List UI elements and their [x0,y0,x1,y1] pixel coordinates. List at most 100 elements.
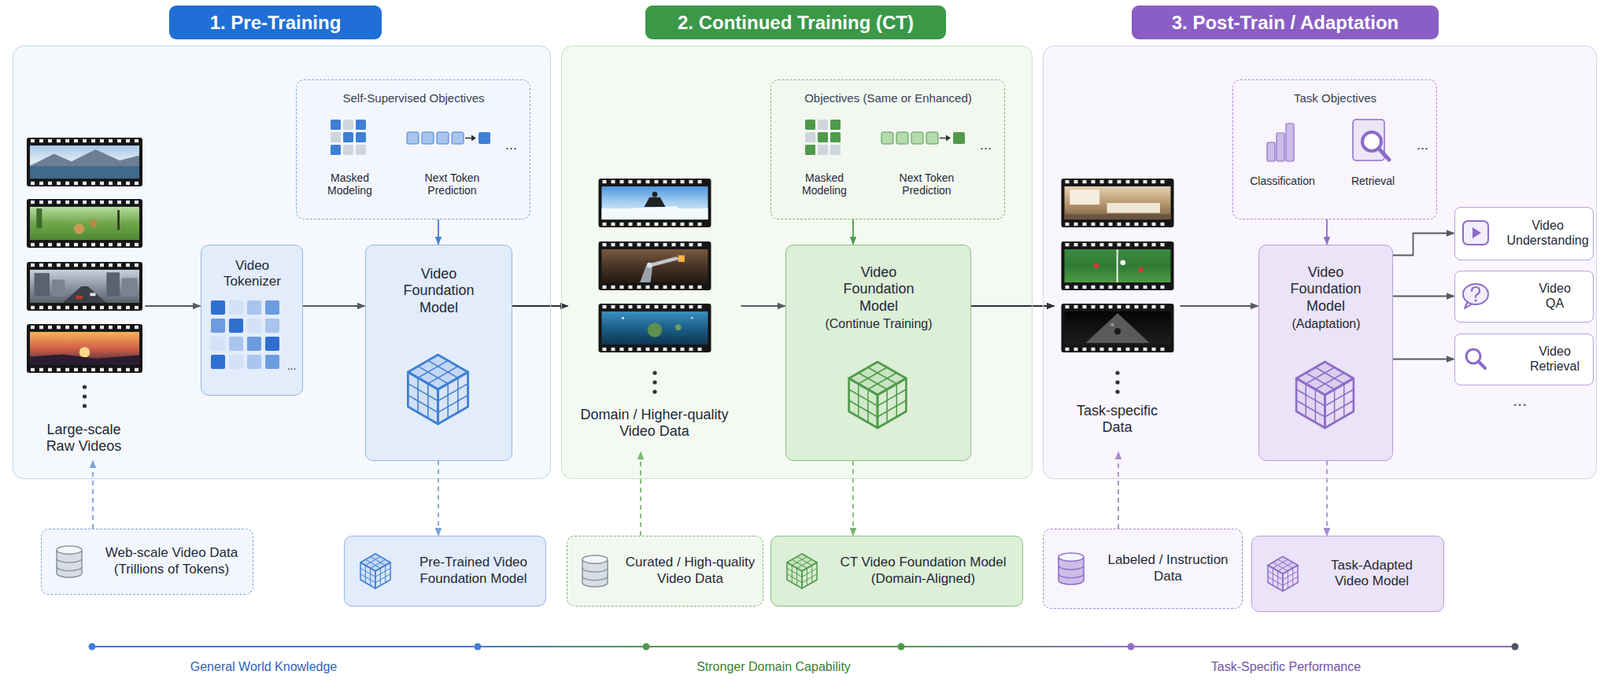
film-hole [134,138,139,142]
turtle-head [674,324,681,331]
token-cell [247,300,262,315]
cube-grid [379,568,381,586]
film-hole [48,325,52,329]
film-hole [134,367,139,371]
film-hole [1108,242,1113,246]
task-output: Video Retrieval [1454,333,1594,386]
film-hole [1134,221,1139,226]
film-hole [1090,179,1095,183]
surfer-head [651,191,658,197]
building [121,277,137,296]
token-cell [229,300,244,315]
video-frame-image [1064,185,1171,219]
film-hole [82,367,87,371]
timeline-axis [92,646,1516,648]
more-dot [652,370,657,375]
cube-icon [1267,556,1297,592]
dashed-box: Curated / High-quality Video Data [566,535,764,607]
film-hole [671,304,676,308]
film-hole [134,199,139,204]
dashed-box: Labeled / Instruction Data [1042,528,1243,610]
field-line [1115,248,1118,282]
mask-cell [343,119,354,130]
film-hole [65,262,70,267]
cube-grid [849,400,878,418]
mask-cell [830,132,841,143]
node-label: (Continue Training) [786,316,972,332]
cube-grid [1286,570,1288,588]
film-hole [671,284,676,289]
more-dot [1115,380,1120,385]
film-hole [39,242,44,246]
node-label: Video QA [1530,280,1580,311]
token-cell [881,132,894,145]
film-strip [26,199,143,248]
film-hole [671,347,676,351]
film-hole [1125,242,1130,246]
film-strip [26,262,143,311]
video-frame-image [1064,310,1171,344]
film-hole [73,242,78,246]
flow-arrow [303,305,366,307]
node-label: Video Understanding [1505,218,1591,248]
token-cell [451,132,464,145]
bar [1285,123,1294,162]
cube-grid [1315,389,1317,423]
film-hole [645,179,650,183]
film-hole [610,179,615,183]
film-hole [1125,347,1130,351]
film-hole [1099,179,1104,183]
film-hole [619,347,624,351]
mask-cell [330,119,341,130]
film-hole [636,179,641,183]
film-hole [91,367,96,371]
film-hole [1151,284,1156,289]
road [62,286,107,304]
flow-arrow [1117,452,1120,530]
mask-cell [817,119,828,130]
robot-joint [646,262,652,268]
flow-arrow [512,305,569,307]
film-hole [125,325,130,329]
flow-arrow [1180,305,1259,307]
cube-grid [868,367,897,385]
film-hole [602,179,607,183]
flow-arrow [971,305,1055,307]
film-hole [30,325,35,329]
timeline-label: Task-Specific Performance [1211,659,1361,675]
cube-grid [1271,568,1273,586]
cube-grid [1325,400,1354,418]
timeline-dot [1511,643,1519,651]
cube-face [786,562,802,589]
token-cell [229,354,244,370]
film-hole [1116,347,1121,351]
film-hole [1116,304,1121,308]
lake-water [29,166,140,179]
database-band [1058,573,1084,578]
model-box: Video Foundation Model(Adaptation) [1258,244,1394,462]
dashed-box: Objectives (Same or Enhanced)Masked Mode… [770,79,1006,220]
film-hole [65,325,70,329]
hills [29,354,140,365]
film-frame [598,303,711,353]
film-hole [610,347,615,351]
film-hole [1108,284,1113,289]
film-hole [1134,284,1139,289]
film-hole [602,221,607,226]
video-frame-image [601,248,708,282]
film-hole [91,199,96,204]
cube-face [849,378,878,429]
node-illustration [1042,528,1243,610]
film-hole [82,199,87,204]
cube-icon [359,554,390,589]
flow-arrow [1393,358,1455,361]
sofa [1106,203,1161,214]
cube-face [375,562,391,589]
node-label: Objectives (Same or Enhanced) [771,91,1006,106]
film-hole [73,325,78,329]
video-frame-image [29,331,140,365]
film-hole [671,242,676,246]
token-cell [247,336,262,352]
dashed-box: Web-scale Video Data (Trillions of Token… [40,528,254,595]
ultrasound-fan [1085,313,1150,344]
